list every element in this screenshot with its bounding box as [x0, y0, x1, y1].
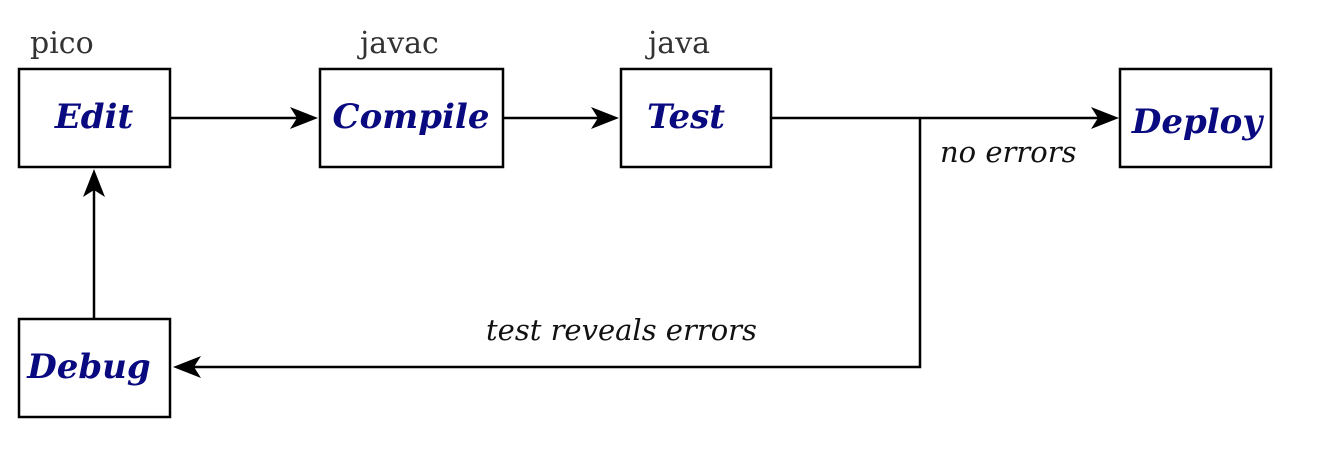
- stage-label-edit: Edit: [54, 97, 134, 137]
- stage-box-compile: Compile: [318, 67, 505, 169]
- edge-label-test-reveals-errors: test reveals errors: [486, 313, 757, 347]
- stage-box-deploy: Deploy: [1118, 67, 1273, 169]
- tool-label-java: java: [645, 26, 710, 61]
- tool-label-javac: javac: [357, 26, 439, 61]
- arrowhead-compile: [290, 107, 318, 129]
- arrowhead-edit: [83, 169, 105, 197]
- stage-label-debug: Debug: [26, 347, 150, 387]
- arrowhead-deploy: [1091, 107, 1119, 129]
- stage-label-compile: Compile: [333, 97, 490, 137]
- tool-label-pico: pico: [30, 26, 94, 61]
- stage-label-test: Test: [647, 97, 725, 137]
- arrowhead-test: [591, 107, 619, 129]
- edge-test-to-debug: [186, 118, 922, 369]
- stage-box-test: Test: [619, 67, 773, 169]
- stage-box-debug: Debug: [17, 317, 172, 419]
- edge-label-no-errors: no errors: [940, 135, 1076, 169]
- stage-label-deploy: Deploy: [1131, 102, 1264, 142]
- stage-box-edit: Edit: [17, 67, 172, 169]
- arrowhead-debug: [173, 356, 201, 378]
